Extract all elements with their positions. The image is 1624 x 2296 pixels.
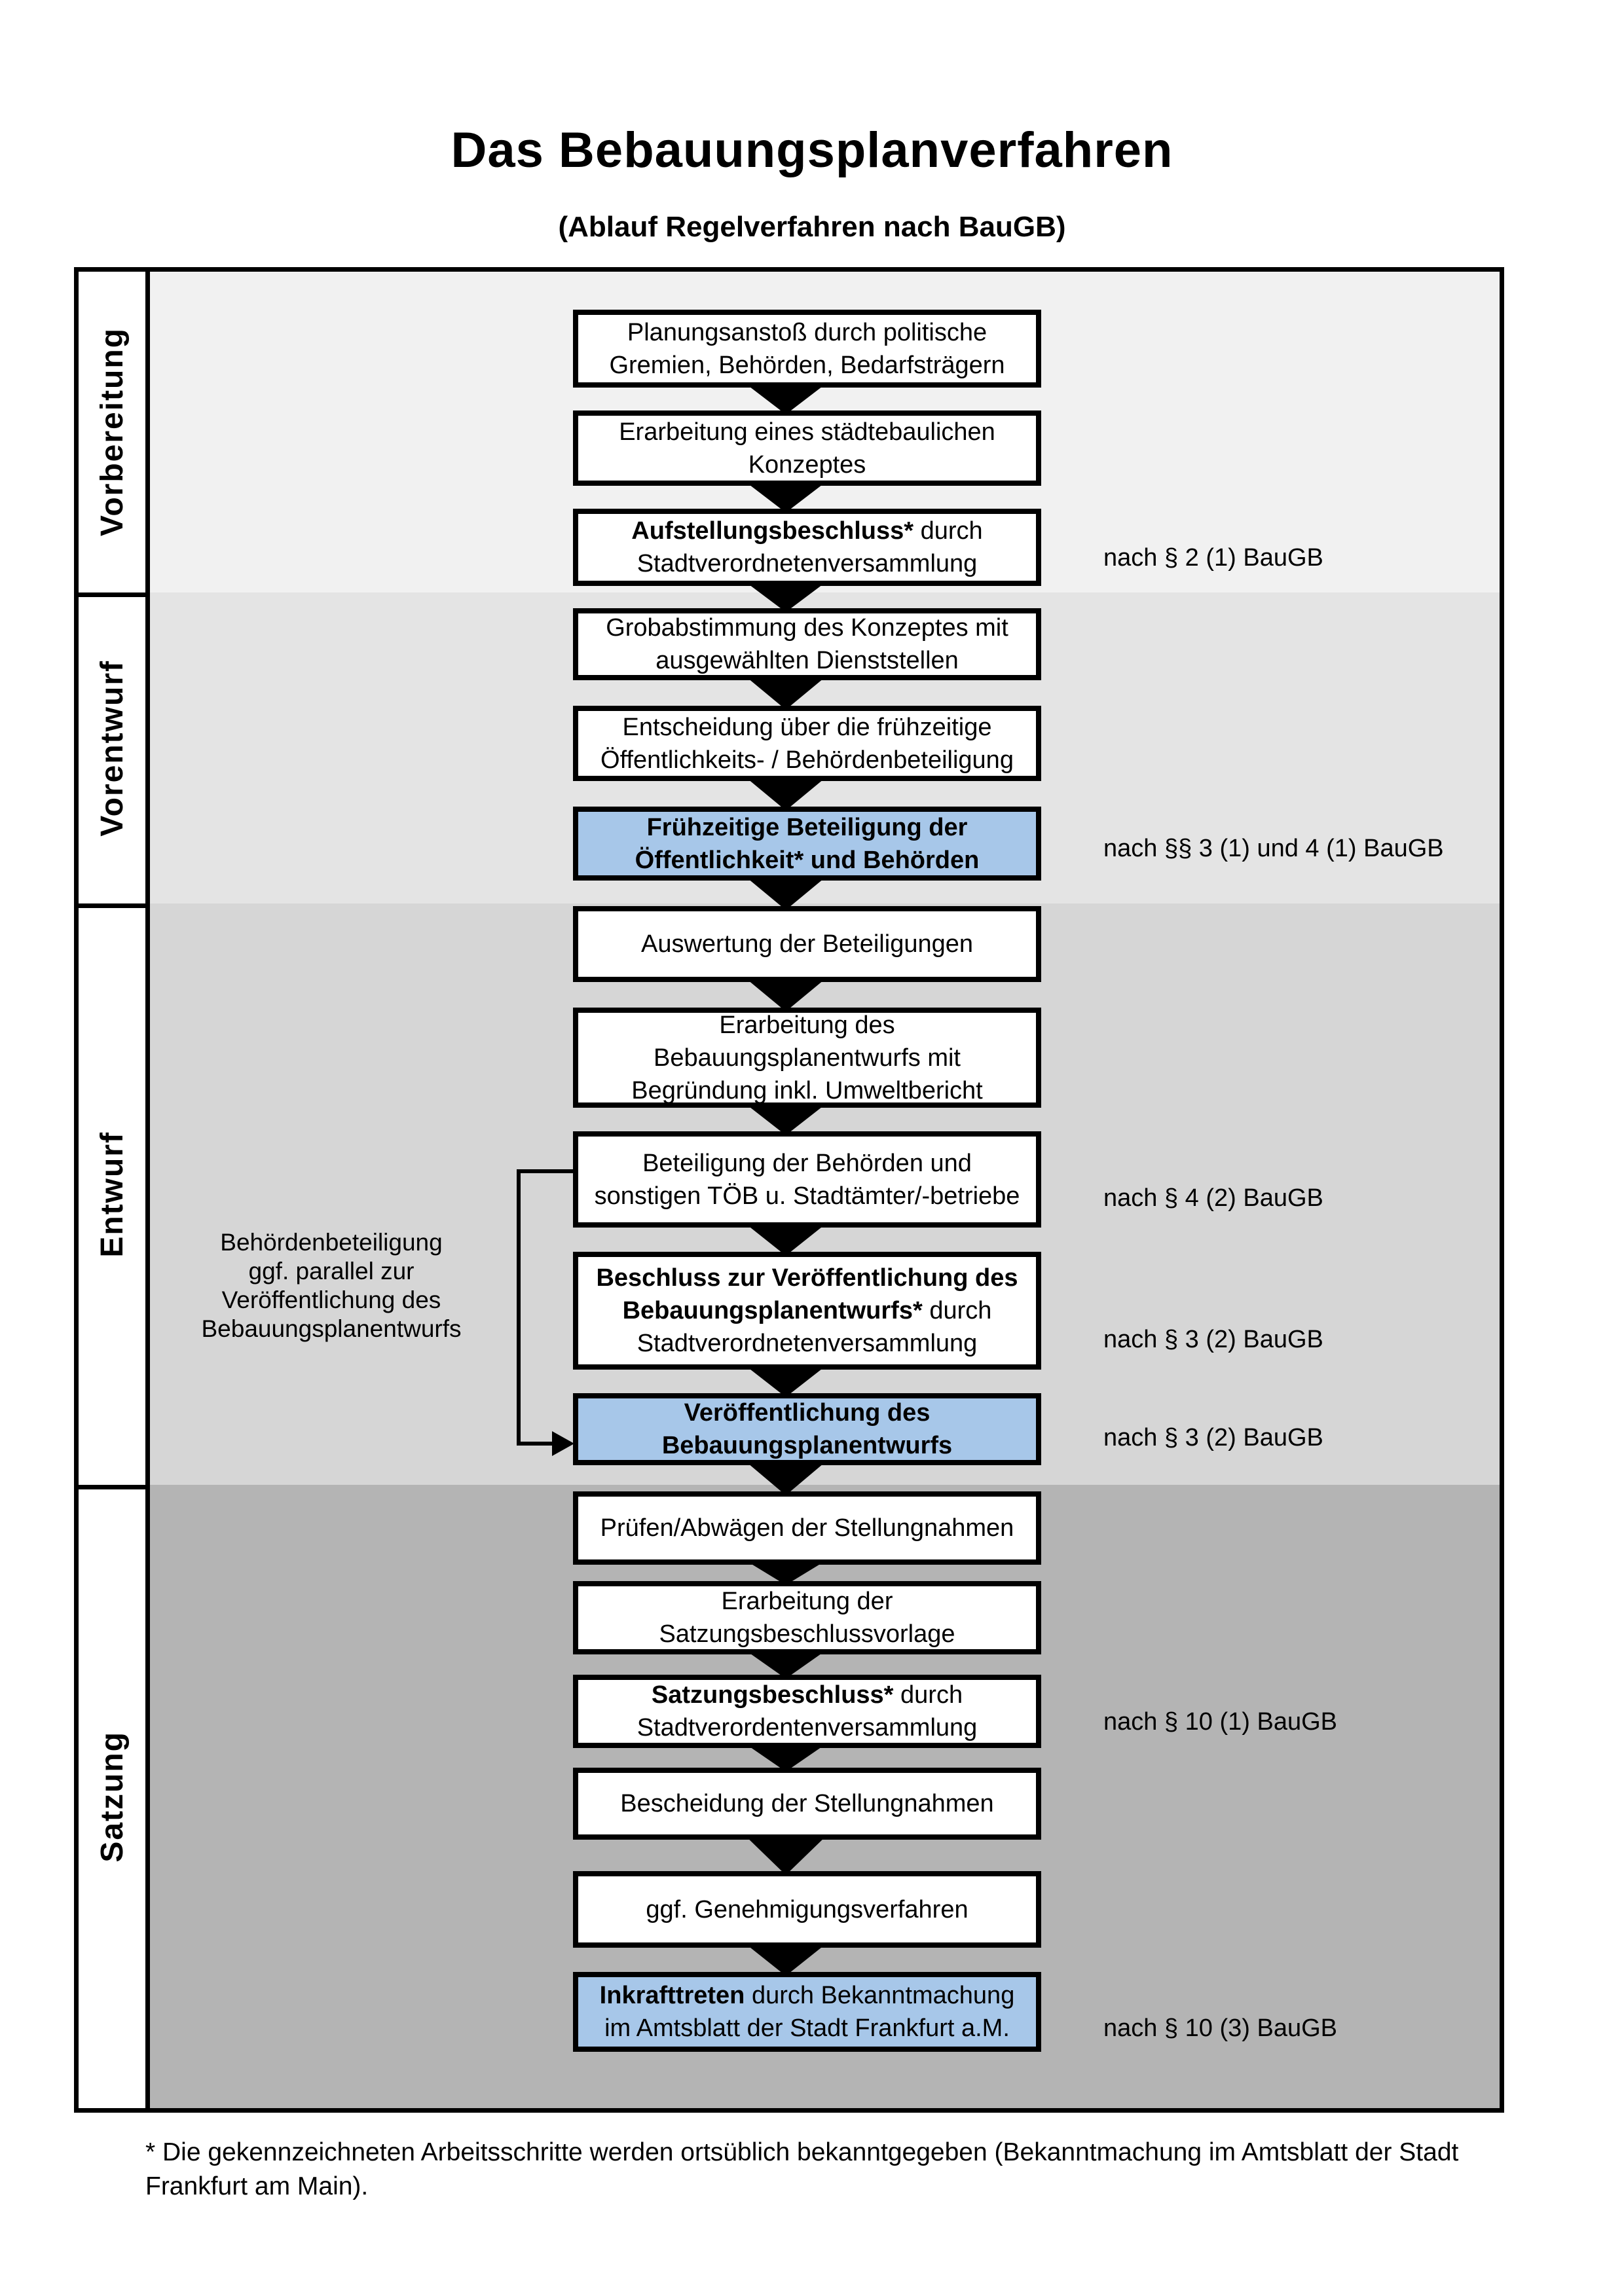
flow-box-line: im Amtsblatt der Stadt Frankfurt a.M.	[604, 2014, 1010, 2042]
flow-box-line: Auswertung der Beteiligungen	[640, 930, 973, 958]
label-column-divider	[145, 272, 150, 2108]
legal-ref-satzungsbeschluss: nach § 10 (1) BauGB	[1103, 1708, 1337, 1736]
flow-box-inkrafttreten: Inkrafttreten durch Bekanntmachung im Amt…	[573, 1972, 1041, 2052]
flow-box-line: Begründung inkl. Umweltbericht	[631, 1076, 983, 1104]
flow-box-line: Bebauungsplanentwurfs* durch	[622, 1297, 992, 1324]
phase-separator-1	[79, 592, 150, 597]
flow-box-line: Frühzeitige Beteiligung der	[646, 813, 968, 841]
flow-box-line: Öffentlichkeits- / Behördenbeteiligung	[600, 746, 1014, 774]
flow-box-line: Beteiligung der Behörden und	[642, 1149, 972, 1177]
flow-arrow-icon	[744, 1460, 828, 1495]
legal-ref-beschluss-veroeffentlichung: nach § 3 (2) BauGB	[1103, 1326, 1323, 1353]
flow-box-pruefen-abwaegen: Prüfen/Abwägen der Stellungnahmen	[573, 1491, 1041, 1565]
flow-box-line: Erarbeitung der	[721, 1588, 893, 1615]
flow-box-line: Inkrafttreten durch Bekanntmachung	[599, 1982, 1015, 2009]
flow-box-line: Grobabstimmung des Konzeptes mit	[606, 614, 1008, 642]
flow-box-line: Erarbeitung eines städtebaulichen	[619, 418, 995, 446]
flow-box-line: Stadtverordnetenversammlung	[637, 550, 978, 577]
phase-separator-2	[79, 903, 150, 908]
flow-box-line: Bebauungsplanentwurfs mit	[654, 1044, 961, 1072]
flow-box-line: Beschluss zur Veröffentlichung des	[596, 1264, 1018, 1292]
page-title: Das Bebauungsplanverfahren	[451, 122, 1173, 178]
flow-box-line: Entscheidung über die frühzeitige	[622, 713, 992, 741]
flow-box-beteiligung-behoerden: Beteiligung der Behörden und sonstigen TÖ…	[573, 1131, 1041, 1228]
flow-box-line: Stadtverordentenversammlung	[637, 1714, 978, 1741]
bracket-bottom-line	[517, 1442, 553, 1446]
flow-box-line: Bescheidung der Stellungnahmen	[620, 1790, 994, 1817]
flow-box-genehmigungsverfahren: ggf. Genehmigungsverfahren	[573, 1871, 1041, 1948]
flow-box-line: sonstigen TÖB u. Stadtämter/-betriebe	[594, 1182, 1020, 1210]
flow-box-line: Bebauungsplanentwurfs	[661, 1432, 953, 1459]
flow-box-line: Aufstellungsbeschluss* durch	[631, 517, 983, 545]
flow-arrow-icon	[744, 1834, 828, 1875]
flow-box-line: ggf. Genehmigungsverfahren	[646, 1895, 969, 1923]
page-subtitle: (Ablauf Regelverfahren nach BauGB)	[558, 211, 1066, 243]
phase-separator-3	[79, 1485, 150, 1489]
legal-ref-inkrafttreten: nach § 10 (3) BauGB	[1103, 2014, 1337, 2042]
footnote: * Die gekennzeichneten Arbeitsschritte w…	[145, 2138, 1459, 2200]
flow-box-line: Öffentlichkeit* und Behörden	[635, 846, 980, 874]
flow-box-grobabstimmung: Grobabstimmung des Konzeptes mit ausgewäh…	[573, 608, 1041, 680]
flow-box-bescheidung-stellungnahmen: Bescheidung der Stellungnahmen	[573, 1768, 1041, 1840]
side-note: Behördenbeteiligung ggf. parallel zur Ve…	[201, 1229, 462, 1342]
flow-box-line: Planungsanstoß durch politische	[627, 318, 987, 346]
flow-box-auswertung-beteiligungen: Auswertung der Beteiligungen	[573, 906, 1041, 982]
phase-label-column	[79, 272, 145, 2108]
legal-ref-veroeffentlichung-entwurf: nach § 3 (2) BauGB	[1103, 1424, 1323, 1451]
flow-box-line: Satzungsbeschlussvorlage	[659, 1620, 955, 1648]
flow-box-line: ausgewählten Dienststellen	[655, 647, 959, 674]
legal-ref-beteiligung-behoerden: nach § 4 (2) BauGB	[1103, 1184, 1323, 1212]
flow-box-line: Stadtverordnetenversammlung	[637, 1330, 978, 1357]
flow-box-line: Veröffentlichung des	[684, 1399, 931, 1427]
flow-box-line: Konzeptes	[748, 450, 866, 479]
bracket-top-line	[517, 1169, 573, 1173]
flow-box-line: Prüfen/Abwägen der Stellungnahmen	[600, 1514, 1014, 1542]
legal-ref-aufstellungsbeschluss: nach § 2 (1) BauGB	[1103, 544, 1323, 572]
flow-box-line: Erarbeitung des	[719, 1011, 895, 1039]
flow-box-line: Gremien, Behörden, Bedarfsträgern	[609, 351, 1005, 379]
legal-ref-fruehzeitige-beteiligung: nach §§ 3 (1) und 4 (1) BauGB	[1103, 835, 1444, 862]
flow-box-line: Satzungsbeschluss* durch	[651, 1681, 963, 1709]
bracket-vertical-line	[517, 1169, 521, 1446]
